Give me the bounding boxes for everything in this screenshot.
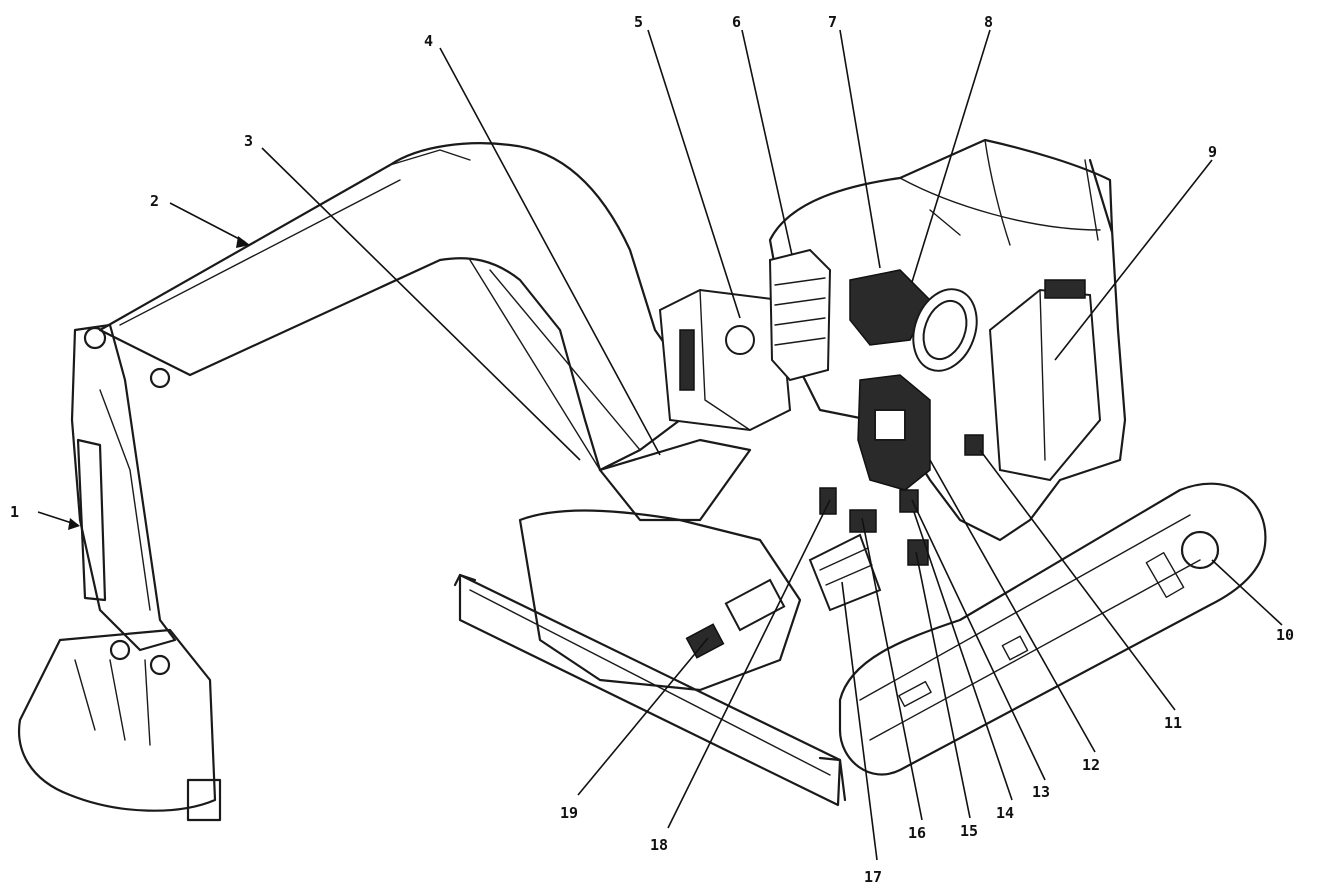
callout-7: 7	[828, 13, 837, 31]
callout-leaders	[37, 29, 1283, 861]
callout-17: 17	[864, 868, 882, 886]
leader-2	[169, 202, 246, 243]
callout-9: 9	[1208, 143, 1217, 161]
callout-4: 4	[424, 32, 433, 50]
component-7-8-lamp	[849, 269, 978, 372]
component-6-filter	[768, 248, 832, 382]
leader-16	[861, 517, 923, 821]
callout-12: 12	[1082, 756, 1100, 774]
dozer-blade	[458, 573, 842, 807]
bucket-outline	[18, 628, 217, 812]
leader-10	[1211, 559, 1283, 626]
component-12-13-valve	[857, 374, 931, 513]
leader-3	[261, 147, 581, 461]
leader-18	[667, 499, 831, 829]
callout-16: 16	[908, 824, 926, 842]
component-5-box	[658, 288, 792, 432]
callout-10: 10	[1276, 626, 1294, 644]
leader-14	[913, 511, 1013, 801]
callout-6: 6	[732, 13, 741, 31]
callout-15: 15	[960, 822, 978, 840]
boom-outline	[98, 142, 692, 472]
leader-13	[911, 499, 1046, 781]
cab-outline	[768, 138, 1127, 542]
leader-6	[741, 29, 793, 256]
callout-2: 2	[150, 192, 159, 210]
callout-18: 18	[650, 836, 668, 854]
leader-7	[839, 29, 881, 269]
callout-1: 1	[10, 503, 19, 521]
leader-15	[915, 551, 971, 819]
callout-3: 3	[244, 132, 253, 150]
leader-11	[979, 449, 1176, 711]
callout-labels: 1 2 3 4 5 6 7 8 9 10 11 12 13 14 15 16 1…	[10, 13, 1294, 886]
excavator-outline	[18, 138, 1267, 822]
leader-4	[439, 47, 661, 456]
leader-5	[647, 29, 741, 319]
leader-9	[1054, 159, 1213, 361]
arm-outline	[70, 323, 177, 652]
track-outline	[838, 482, 1267, 776]
component-16-17-fuse-block	[808, 533, 882, 612]
callout-5: 5	[634, 13, 643, 31]
leader-8	[911, 29, 991, 283]
callout-8: 8	[984, 13, 993, 31]
leader-17	[841, 581, 878, 861]
callout-14: 14	[996, 804, 1014, 822]
callout-11: 11	[1164, 714, 1182, 732]
callout-19: 19	[560, 804, 578, 822]
leader-12	[929, 459, 1096, 753]
leader-19	[577, 637, 709, 796]
component-9-ecu	[964, 279, 1102, 482]
callout-13: 13	[1032, 783, 1050, 801]
components	[658, 248, 1102, 659]
